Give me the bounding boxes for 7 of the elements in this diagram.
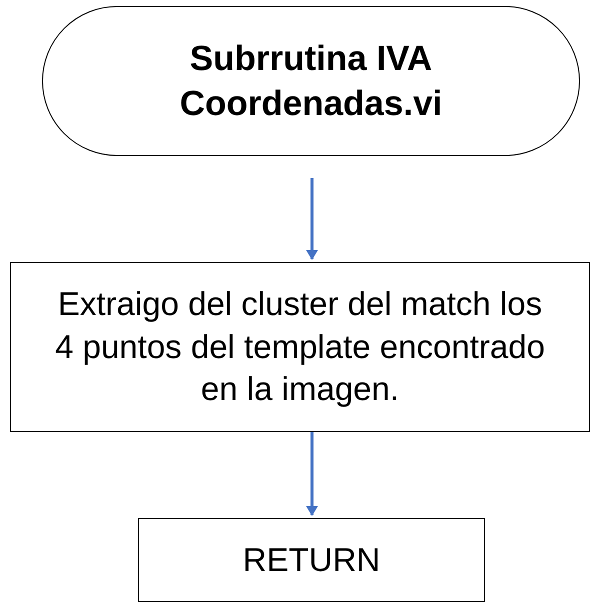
process-box [138, 518, 485, 602]
node-text: Extraigo del cluster del match los 4 puntos del template encontrado en la imagen. [54, 284, 546, 410]
node-text: RETURN [242, 540, 380, 580]
arrow [306, 178, 318, 260]
process-box [10, 262, 590, 432]
node-text: Subrrutina IVA Coordenadas.vi [178, 38, 444, 125]
arrow [306, 432, 318, 516]
